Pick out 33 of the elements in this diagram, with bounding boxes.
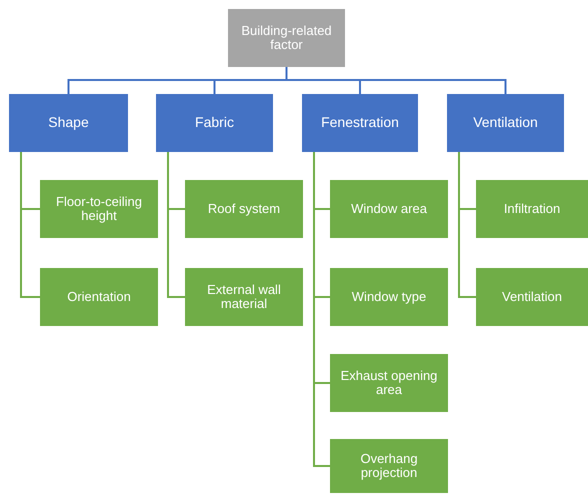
- category-box: [302, 94, 418, 152]
- box-label: Window area: [351, 202, 427, 216]
- box-label: Window type: [352, 290, 426, 304]
- box-label: Orientation: [67, 290, 131, 304]
- box-label: Shape: [48, 115, 89, 131]
- box-label: Ventilation: [473, 115, 538, 131]
- factor-box: [476, 180, 588, 238]
- factor-box: [330, 180, 448, 238]
- category-box: [9, 94, 128, 152]
- factor-box: [330, 354, 448, 412]
- box-label: Fabric: [195, 115, 234, 131]
- connector-line: [286, 67, 506, 94]
- box-label: Floor-to-ceiling height: [55, 194, 143, 224]
- box-label: Overhang projection: [359, 452, 419, 480]
- box-label: Exhaust opening area: [340, 368, 438, 398]
- root-box: [228, 9, 345, 67]
- factor-box: [185, 180, 303, 238]
- connector-line: [313, 152, 330, 467]
- factor-box: [330, 268, 448, 326]
- box-label: Ventilation: [502, 290, 562, 304]
- box-label: Fenestration: [321, 115, 399, 131]
- box-label: Building-related factor: [240, 24, 333, 52]
- factor-box: [330, 439, 448, 493]
- category-box: [447, 94, 564, 152]
- box-label: Roof system: [208, 202, 280, 216]
- connector-line: [20, 152, 40, 298]
- box-label: Infiltration: [504, 202, 560, 216]
- factor-box: [476, 268, 588, 326]
- category-box: [156, 94, 273, 152]
- factor-box: [40, 180, 158, 238]
- factor-box: [185, 268, 303, 326]
- box-label: External wall material: [206, 282, 282, 312]
- factor-box: [40, 268, 158, 326]
